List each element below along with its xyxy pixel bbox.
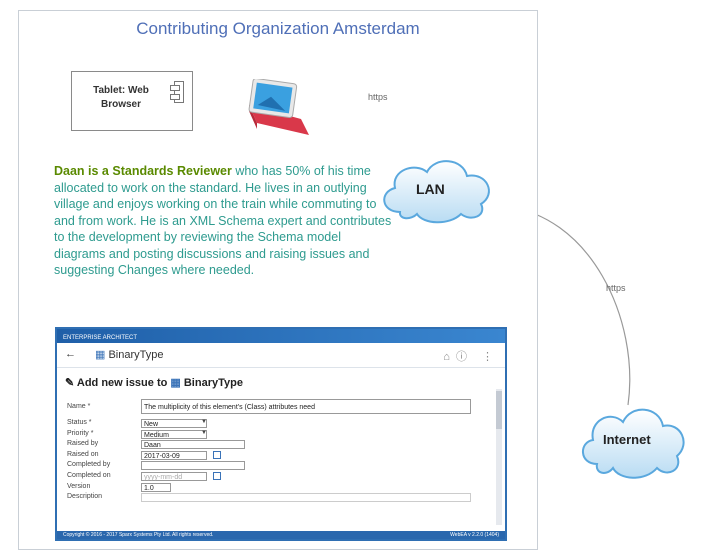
toolbar-icons[interactable]: ⌂ⓘ ⋮: [443, 351, 499, 363]
lan-internet-connector-label: https: [606, 283, 626, 293]
version-input[interactable]: 1.0: [141, 482, 171, 492]
class-icon: ▦: [170, 377, 184, 389]
calendar-icon[interactable]: [213, 471, 221, 480]
name-input[interactable]: The multiplicity of this element's (Clas…: [141, 399, 471, 414]
panel-title: Contributing Organization Amsterdam: [136, 19, 420, 38]
lan-cloud[interactable]: [375, 150, 500, 228]
component-icon: [170, 81, 184, 103]
internet-label: Internet: [603, 432, 651, 447]
footer-copyright: Copyright © 2016 - 2017 Sparx Systems Pt…: [63, 532, 214, 538]
form-row-description: Description: [63, 493, 473, 504]
form-row-name: Name * The multiplicity of this element'…: [63, 399, 473, 419]
issue-icon: ✎: [65, 377, 77, 389]
tablet-device-icon: [241, 77, 311, 154]
webea-app-screenshot: ENTERPRISE ARCHITECT ← ▦ BinaryType ⌂ⓘ ⋮…: [55, 327, 507, 541]
element-title: ▦ BinaryType: [95, 349, 164, 361]
raised-by-input[interactable]: Daan: [141, 440, 245, 450]
persona-highlight: Daan is a Standards Reviewer: [54, 164, 232, 178]
class-icon: ▦: [95, 349, 109, 361]
organization-panel: Contributing Organization Amsterdam Tabl…: [18, 10, 538, 550]
form-row-completed-on: Completed on yyyy-mm-dd: [63, 471, 473, 483]
form-row-status: Status * New ▼: [67, 419, 207, 428]
component-label: Tablet: Web Browser: [93, 85, 149, 110]
completed-on-input[interactable]: yyyy-mm-dd: [141, 471, 207, 481]
chevron-down-icon: ▼: [201, 419, 207, 425]
app-footer: Copyright © 2016 - 2017 Sparx Systems Pt…: [57, 531, 505, 539]
add-issue-heading: ✎ Add new issue to ▦ BinaryType: [65, 377, 243, 389]
completed-by-input[interactable]: [141, 461, 245, 471]
scrollbar-thumb[interactable]: [496, 391, 502, 429]
form-row-raised-on: Raised on 2017-03-09: [63, 450, 473, 462]
persona-text: who has 50% of his time allocated to wor…: [54, 164, 392, 277]
footer-version: WebEA v 2.2.0 (1404): [450, 532, 499, 538]
raised-on-input[interactable]: 2017-03-09: [141, 450, 207, 460]
description-editor-toolbar[interactable]: [141, 493, 471, 503]
status-select[interactable]: New: [141, 419, 207, 428]
app-brand: ENTERPRISE ARCHITECT: [63, 335, 138, 341]
priority-select[interactable]: Medium: [141, 429, 207, 439]
tablet-lan-connector-label: https: [368, 92, 388, 102]
tablet-web-browser-component[interactable]: Tablet: Web Browser: [71, 71, 193, 131]
form-scrollbar[interactable]: [496, 389, 502, 525]
persona-description: Daan is a Standards Reviewer who has 50%…: [54, 163, 394, 279]
calendar-icon[interactable]: [213, 450, 221, 459]
app-toolbar: ← ▦ BinaryType ⌂ⓘ ⋮: [57, 343, 505, 368]
form-row-priority: Priority * Medium ▼: [67, 429, 207, 439]
internet-cloud[interactable]: [575, 398, 693, 484]
back-arrow-icon[interactable]: ←: [65, 348, 76, 360]
form-row-completed-by: Completed by: [63, 461, 473, 472]
chevron-down-icon: ▼: [201, 429, 207, 436]
form-row-raised-by: Raised by Daan: [63, 440, 473, 451]
lan-label: LAN: [416, 181, 445, 197]
issue-form: Name * The multiplicity of this element'…: [63, 399, 473, 504]
app-header: ENTERPRISE ARCHITECT: [57, 329, 505, 343]
form-row-version: Version 1.0: [63, 482, 473, 494]
